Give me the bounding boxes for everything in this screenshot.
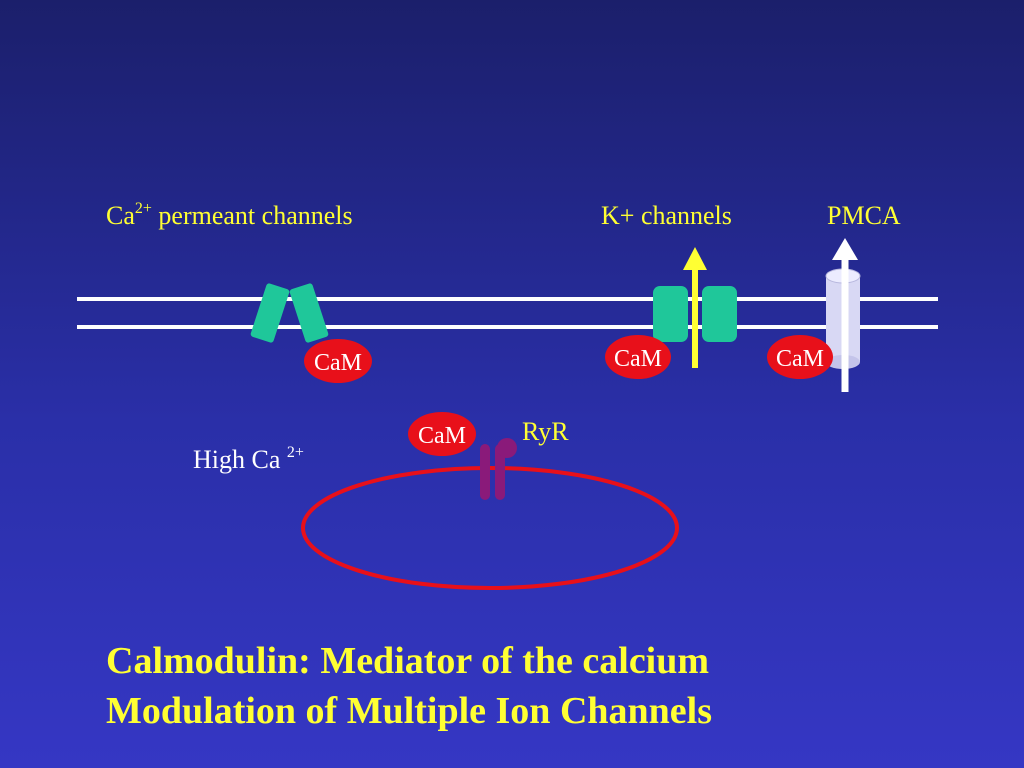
cam-k-channel: CaM bbox=[605, 335, 671, 379]
slide-title: Calmodulin: Mediator of the calcium Modu… bbox=[106, 636, 986, 736]
cam-ca-channel-label: CaM bbox=[314, 350, 362, 376]
plasma-membrane bbox=[77, 297, 938, 329]
k-channel-right-subunit bbox=[702, 286, 737, 342]
ca-channels-label: Ca2+ permeant channels bbox=[106, 200, 353, 230]
k-channel-left-subunit bbox=[653, 286, 688, 342]
pmca-flux-arrow bbox=[832, 238, 858, 392]
ca-channel bbox=[250, 283, 329, 343]
cam-ca-channel-ellipse bbox=[304, 339, 372, 383]
ryr-left-subunit bbox=[480, 444, 490, 500]
k-flux-arrow-head bbox=[683, 247, 707, 270]
high-ca-superscript: 2+ bbox=[286, 444, 304, 461]
slide-title-line-2: Modulation of Multiple Ion Channels bbox=[106, 690, 712, 732]
cam-ryr-ellipse bbox=[408, 412, 476, 456]
cam-pmca: CaM bbox=[767, 335, 833, 379]
slide-title-line-1: Calmodulin: Mediator of the calcium bbox=[106, 640, 710, 682]
cam-k-channel-label: CaM bbox=[614, 346, 662, 372]
pmca-flux-arrow-head bbox=[832, 238, 858, 260]
ca-channel-right-subunit bbox=[289, 283, 329, 343]
cam-k-channel-ellipse bbox=[605, 335, 671, 379]
k-channel bbox=[653, 286, 737, 342]
k-channels-label: K+ channels bbox=[601, 201, 732, 230]
cam-ryr-label: CaM bbox=[418, 423, 466, 449]
cam-ca-channel: CaM bbox=[304, 339, 372, 383]
k-flux-arrow bbox=[683, 247, 707, 368]
cam-ryr: CaM bbox=[408, 412, 476, 456]
ca-channels-superscript: 2+ bbox=[134, 200, 152, 217]
high-ca-prefix: High Ca bbox=[193, 445, 287, 474]
ca-channel-left-subunit bbox=[250, 283, 290, 343]
ca-channels-prefix: Ca bbox=[106, 201, 135, 230]
pmca-label: PMCA bbox=[827, 201, 901, 230]
ryr-label: RyR bbox=[522, 417, 569, 446]
ryr-channel bbox=[480, 438, 517, 500]
ca-channels-suffix: permeant channels bbox=[151, 201, 353, 230]
cam-pmca-label: CaM bbox=[776, 346, 824, 372]
ryr-cytoplasmic-head bbox=[497, 438, 517, 458]
high-ca-label: High Ca 2+ bbox=[193, 444, 304, 474]
ryr-right-subunit bbox=[495, 444, 505, 500]
cam-pmca-ellipse bbox=[767, 335, 833, 379]
